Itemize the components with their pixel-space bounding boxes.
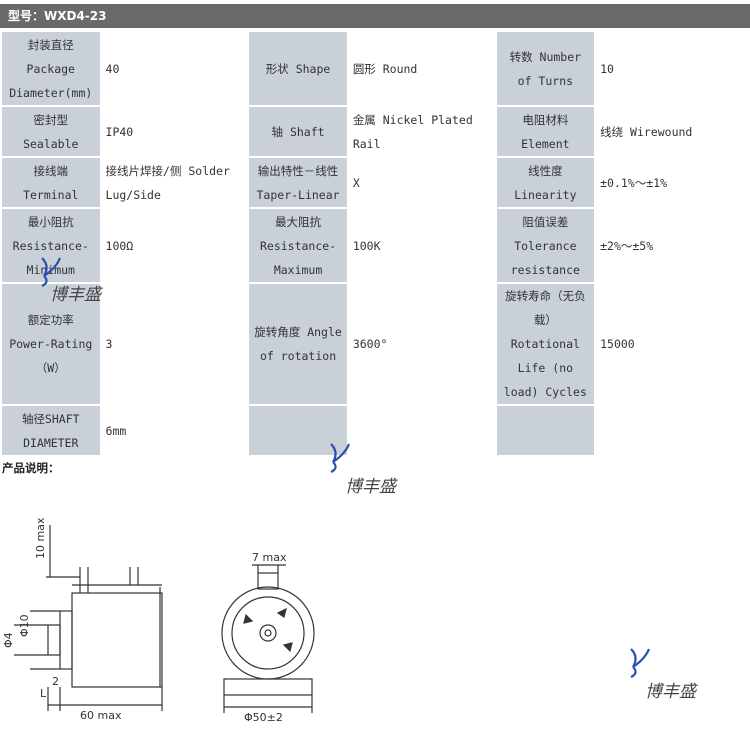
spec-label: 形状 Shape xyxy=(249,32,347,105)
dim-60max: 60 max xyxy=(80,709,122,722)
spec-value: 100K xyxy=(348,209,495,282)
table-row: 封装直径Package Diameter(mm) 40 形状 Shape 圆形 … xyxy=(2,32,748,105)
dim-phi50: Φ50±2 xyxy=(244,711,283,724)
watermark-logo: 博丰盛 xyxy=(41,257,103,305)
spec-value: 金属 Nickel Plated Rail xyxy=(348,107,495,156)
spec-label: 轴 Shaft xyxy=(249,107,347,156)
spec-value: 6mm xyxy=(101,406,248,455)
spec-value: IP40 xyxy=(101,107,248,156)
table-row: 最小阻抗 Resistance-Minimum 100Ω 最大阻抗 Resist… xyxy=(2,209,748,282)
watermark-text: 博丰盛 xyxy=(645,682,698,702)
spec-value: 线绕 Wirewound xyxy=(596,107,748,156)
spec-label: 转数 Number of Turns xyxy=(496,32,595,105)
watermark-logo: 博丰盛 xyxy=(330,443,398,497)
spec-label: 阻值误差 Tolerance resistance xyxy=(496,209,595,282)
spec-value: 3600° xyxy=(348,284,495,404)
spec-label: 旋转角度 Angle of rotation xyxy=(249,284,347,404)
spec-label: 电阻材料 Element xyxy=(496,107,595,156)
watermark-text: 博丰盛 xyxy=(345,477,398,497)
spec-label-empty xyxy=(249,406,347,455)
spec-value: 15000 xyxy=(596,284,748,404)
model-title: 型号：WXD4-23 xyxy=(8,9,107,23)
front-view xyxy=(221,564,315,713)
spec-value: ±0.1%～±1% xyxy=(596,158,748,207)
spec-value: X xyxy=(348,158,495,207)
spec-label: 最大阻抗 Resistance-Maximum xyxy=(249,209,347,282)
product-description-title: 产品说明： xyxy=(2,461,60,475)
dim-7max: 7 max xyxy=(252,551,287,564)
table-row: 接线端 Terminal 接线片焊接/侧 Solder Lug/Side 输出特… xyxy=(2,158,748,207)
dim-phi4: Φ4 xyxy=(2,632,15,648)
spec-table: 封装直径Package Diameter(mm) 40 形状 Shape 圆形 … xyxy=(0,30,750,457)
dim-10max: 10 max xyxy=(34,517,47,559)
spec-label: 额定功率 Power-Rating（W） xyxy=(2,284,100,404)
spec-value: 接线片焊接/侧 Solder Lug/Side xyxy=(101,158,248,207)
spec-label: 封装直径Package Diameter(mm) xyxy=(2,32,100,105)
spec-label: 输出特性－线性Taper-Linear xyxy=(249,158,347,207)
spec-label-empty xyxy=(496,406,595,455)
watermark-text: 博丰盛 xyxy=(50,285,103,305)
model-header: 型号：WXD4-23 xyxy=(0,4,750,28)
spec-value: 40 xyxy=(101,32,248,105)
spec-value: ±2%～±5% xyxy=(596,209,748,282)
dim-phi10: Φ10 xyxy=(18,614,31,637)
spec-label: 轴径SHAFT DIAMETER xyxy=(2,406,100,455)
table-row: 密封型 Sealable IP40 轴 Shaft 金属 Nickel Plat… xyxy=(2,107,748,156)
spec-value: 3 xyxy=(101,284,248,404)
spec-value: 圆形 Round xyxy=(348,32,495,105)
spec-value: 100Ω xyxy=(101,209,248,282)
table-row: 轴径SHAFT DIAMETER 6mm xyxy=(2,406,748,455)
dim-2: 2 xyxy=(52,675,59,688)
spec-value: 10 xyxy=(596,32,748,105)
technical-drawing: 10 max Φ10 Φ4 2 L 60 max 7 max Φ50±2 xyxy=(2,517,315,724)
spec-label: 密封型 Sealable xyxy=(2,107,100,156)
side-view xyxy=(14,525,163,711)
spec-label: 旋转寿命（无负载）Rotational Life (no load) Cycle… xyxy=(496,284,595,404)
watermark-logo: 博丰盛 xyxy=(630,648,698,702)
spec-label: 线性度 Linearity xyxy=(496,158,595,207)
dim-L: L xyxy=(40,687,47,700)
spec-value-empty xyxy=(596,406,748,455)
table-row: 额定功率 Power-Rating（W） 3 旋转角度 Angle of rot… xyxy=(2,284,748,404)
spec-value-empty xyxy=(348,406,495,455)
spec-label: 接线端 Terminal xyxy=(2,158,100,207)
